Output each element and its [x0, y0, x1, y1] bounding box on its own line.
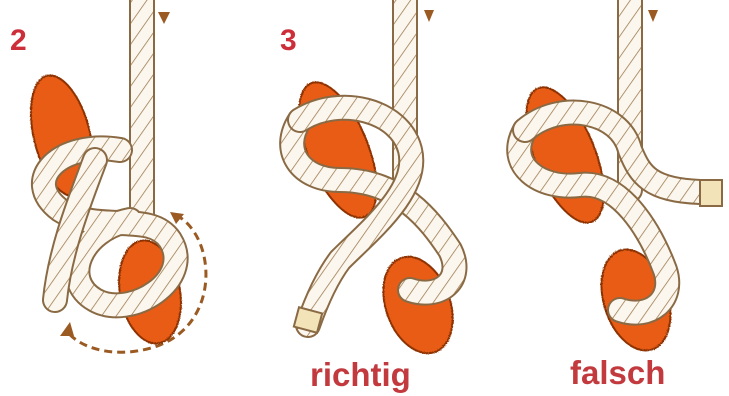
falsch-diagram [510, 0, 722, 359]
step-3-diagram [283, 0, 465, 363]
arrowhead-icon [60, 322, 74, 336]
whipped-rope-end [700, 180, 722, 206]
down-arrow-icon [648, 10, 658, 22]
caption-richtig: richtig [310, 358, 411, 391]
caption-falsch: falsch [570, 356, 665, 389]
down-arrow-icon [424, 10, 434, 22]
down-arrow-icon [158, 12, 170, 24]
step-2-diagram [20, 0, 206, 352]
step-number-3: 3 [280, 26, 297, 56]
step-number-2: 2 [10, 26, 27, 56]
